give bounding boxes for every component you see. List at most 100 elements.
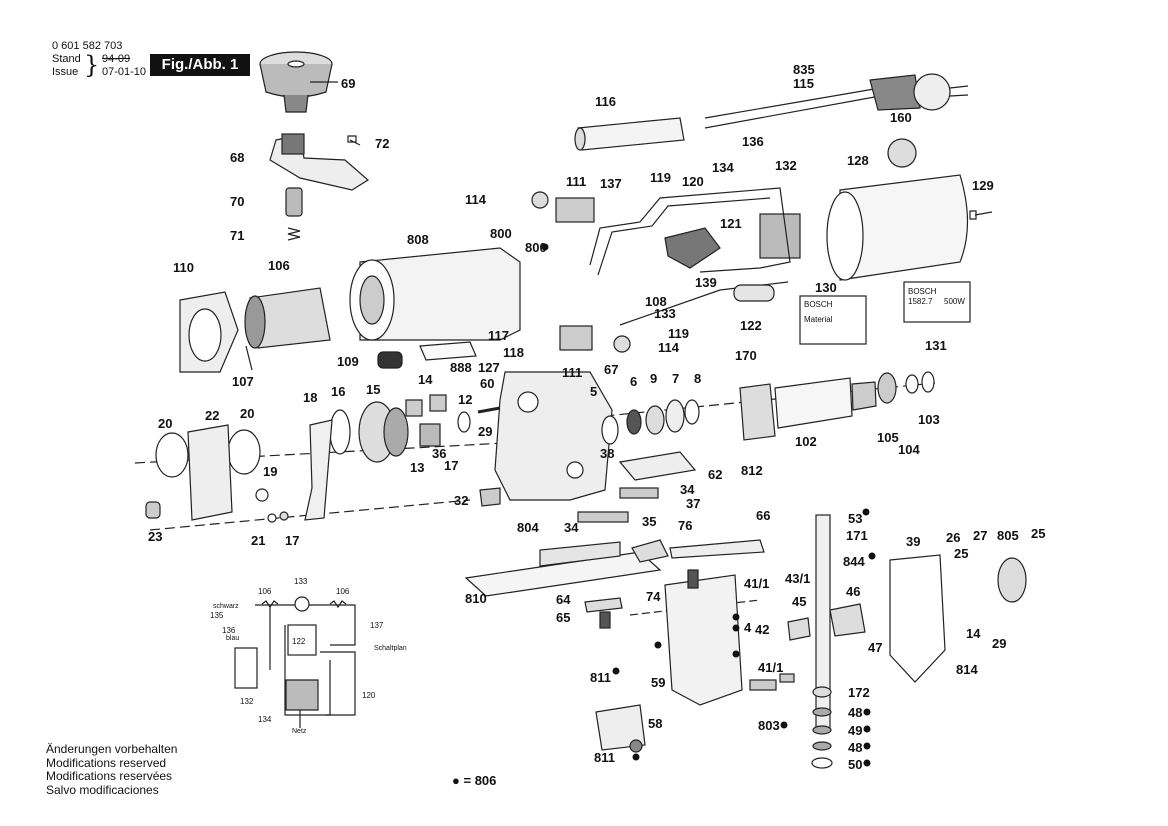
part-label-127: 127 bbox=[478, 360, 500, 375]
part-label-5: 5 bbox=[590, 384, 597, 399]
part-label-800: 800 bbox=[490, 226, 512, 241]
part-label-172: 172 bbox=[848, 685, 870, 700]
part-label-64: 64 bbox=[556, 592, 571, 607]
part-label-171: 171 bbox=[846, 528, 868, 543]
schematic-132: 132 bbox=[240, 697, 254, 706]
clip-part bbox=[887, 138, 917, 168]
part-label-118: 118 bbox=[503, 345, 524, 360]
part-label-46: 46 bbox=[846, 584, 860, 599]
housing-cover-part bbox=[826, 174, 969, 281]
capacitor-part bbox=[733, 284, 775, 302]
part-label-21: 21 bbox=[251, 533, 265, 548]
part-label-130: 130 bbox=[815, 280, 837, 295]
rating-brand: BOSCH bbox=[908, 287, 937, 296]
bullet-icon bbox=[541, 243, 549, 251]
bearing-part bbox=[877, 372, 897, 404]
part-label-12: 12 bbox=[458, 392, 472, 407]
screw-part bbox=[969, 210, 993, 220]
schematic-133: 133 bbox=[294, 577, 308, 586]
stand-label: Stand bbox=[52, 53, 81, 65]
part-label-37: 37 bbox=[686, 496, 700, 511]
part-label-129: 129 bbox=[972, 178, 994, 193]
gasket-ring-part bbox=[155, 432, 189, 478]
part-label-49: 49 bbox=[848, 723, 862, 738]
part-label-115: 115 bbox=[793, 76, 814, 91]
plunger-part bbox=[815, 514, 831, 731]
part-label-119b: 119 bbox=[668, 326, 689, 341]
schematic-netz: Netz bbox=[292, 728, 307, 735]
schematic-122: 122 bbox=[292, 637, 306, 646]
tube-part bbox=[574, 117, 685, 151]
part-label-808: 808 bbox=[407, 232, 429, 247]
figure-tag: Fig./Abb. 1 bbox=[150, 54, 250, 76]
modification-notes: Änderungen vorbehalten Modifications res… bbox=[46, 742, 177, 797]
part-label-20b: 20 bbox=[240, 406, 254, 421]
part-label-45: 45 bbox=[792, 594, 806, 609]
part-label-804: 804 bbox=[517, 520, 539, 535]
part-label-43-1: 43/1 bbox=[785, 571, 810, 586]
screw-part bbox=[245, 345, 253, 371]
schematic-120: 120 bbox=[362, 691, 376, 700]
part-label-117: 117 bbox=[488, 328, 509, 343]
schematic-136: 136 bbox=[222, 626, 236, 635]
part-label-811b: 811 bbox=[594, 750, 615, 765]
part-label-22: 22 bbox=[205, 408, 219, 423]
felt-ring-part bbox=[145, 501, 161, 519]
part-label-105: 105 bbox=[877, 430, 899, 445]
bullet-icon bbox=[732, 613, 740, 621]
part-label-25b: 25 bbox=[954, 546, 968, 561]
part-label-71: 71 bbox=[230, 228, 244, 243]
part-label-104: 104 bbox=[898, 442, 920, 457]
part-label-23: 23 bbox=[148, 529, 162, 544]
part-label-74: 74 bbox=[646, 589, 661, 604]
plate-brand: BOSCH bbox=[804, 300, 833, 309]
bearing-part bbox=[419, 423, 441, 447]
wiring-schematic bbox=[234, 596, 356, 728]
part-label-6: 6 bbox=[630, 374, 637, 389]
part-label-29b: 29 bbox=[992, 636, 1006, 651]
part-label-38: 38 bbox=[600, 446, 614, 461]
knob-small-part bbox=[377, 351, 403, 369]
part-label-844: 844 bbox=[843, 554, 865, 569]
schematic-137: 137 bbox=[370, 621, 384, 630]
bullet-icon bbox=[863, 742, 871, 750]
part-label-111b: 111 bbox=[562, 365, 582, 380]
part-label-35: 35 bbox=[642, 514, 656, 529]
screw-part bbox=[477, 406, 501, 414]
part-label-42: 42 bbox=[755, 622, 769, 637]
bullet-icon bbox=[862, 508, 870, 516]
axis-line bbox=[134, 439, 561, 464]
part-label-34: 34 bbox=[680, 482, 695, 497]
part-label-132: 132 bbox=[775, 158, 797, 173]
part-label-122: 122 bbox=[740, 318, 762, 333]
part-label-16: 16 bbox=[331, 384, 345, 399]
part-label-888: 888 bbox=[450, 360, 472, 375]
part-label-48b: 48 bbox=[848, 740, 862, 755]
part-label-810: 810 bbox=[465, 591, 487, 606]
part-label-114: 114 bbox=[465, 192, 487, 207]
part-label-41-1: 41/1 bbox=[744, 576, 769, 591]
field-winding-part bbox=[244, 287, 331, 349]
bearing-part bbox=[429, 394, 447, 412]
motor-housing-part bbox=[349, 247, 521, 341]
rod-part bbox=[577, 511, 629, 523]
insulation-part bbox=[419, 341, 477, 361]
part-label-65: 65 bbox=[556, 610, 570, 625]
legend: ● = 806 bbox=[452, 773, 496, 788]
part-label-120: 120 bbox=[682, 174, 704, 189]
part-label-139: 139 bbox=[695, 275, 717, 290]
bullet-icon bbox=[732, 624, 740, 632]
part-label-800b: 800 bbox=[525, 240, 547, 255]
plate-material: Material bbox=[804, 315, 833, 324]
part-label-103: 103 bbox=[918, 412, 940, 427]
brace-icon: } bbox=[84, 51, 100, 79]
part-label-68: 68 bbox=[230, 150, 244, 165]
screw-part bbox=[347, 135, 361, 146]
part-label-109: 109 bbox=[337, 354, 359, 369]
rating-plate-part bbox=[903, 281, 971, 323]
wiring-part bbox=[589, 187, 791, 273]
part-label-47: 47 bbox=[868, 640, 882, 655]
hex-key-part bbox=[669, 539, 765, 559]
washer-part bbox=[329, 409, 351, 455]
